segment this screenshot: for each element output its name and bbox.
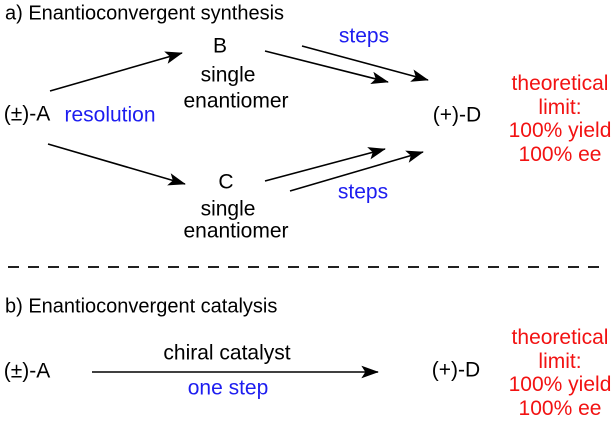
one-step-label: one step [187,376,269,400]
note-line: theoretical [511,71,609,95]
product-d-label-b: (+)-D [431,358,481,382]
steps-top-label: steps [338,24,390,48]
compound-c-enantiomer-label: enantiomer [183,219,289,243]
note-line: limit: [538,95,582,119]
compound-b-single-label: single [200,63,256,87]
section-a-title: a) Enantioconvergent synthesis [5,2,285,25]
compound-a-racemic-label: (±)-A [3,102,51,126]
arrow-c-to-d-1 [264,147,386,182]
arrow-b-to-d-1 [264,50,389,85]
note-line: limit: [538,349,582,373]
compound-c-single-label: single [200,197,256,221]
note-line: 100% yield [508,119,612,142]
product-d-label-a: (+)-D [432,103,482,127]
theoretical-limit-note-a: theoretical limit: 100% yield 100% ee [509,72,612,166]
note-line: 100% ee [518,396,602,420]
compound-c-label: C [218,170,234,194]
note-line: theoretical [511,325,609,349]
arrow-b-to-d-2 [301,45,429,82]
chiral-catalyst-label: chiral catalyst [163,341,291,365]
steps-bottom-label: steps [337,180,389,204]
compound-b-label: B [212,34,228,58]
section-b-title: b) Enantioconvergent catalysis [5,295,278,318]
arrow-c-to-d-2 [289,150,424,192]
compound-a-racemic-label-b: (±)-A [3,359,51,383]
arrow-a-to-b [49,51,183,92]
compound-b-enantiomer-label: enantiomer [183,89,289,113]
note-line: 100% ee [518,142,602,166]
note-line: 100% yield [508,373,612,396]
theoretical-limit-note-b: theoretical limit: 100% yield 100% ee [509,326,612,420]
arrow-a-to-c [47,143,186,186]
resolution-label: resolution [64,103,156,127]
